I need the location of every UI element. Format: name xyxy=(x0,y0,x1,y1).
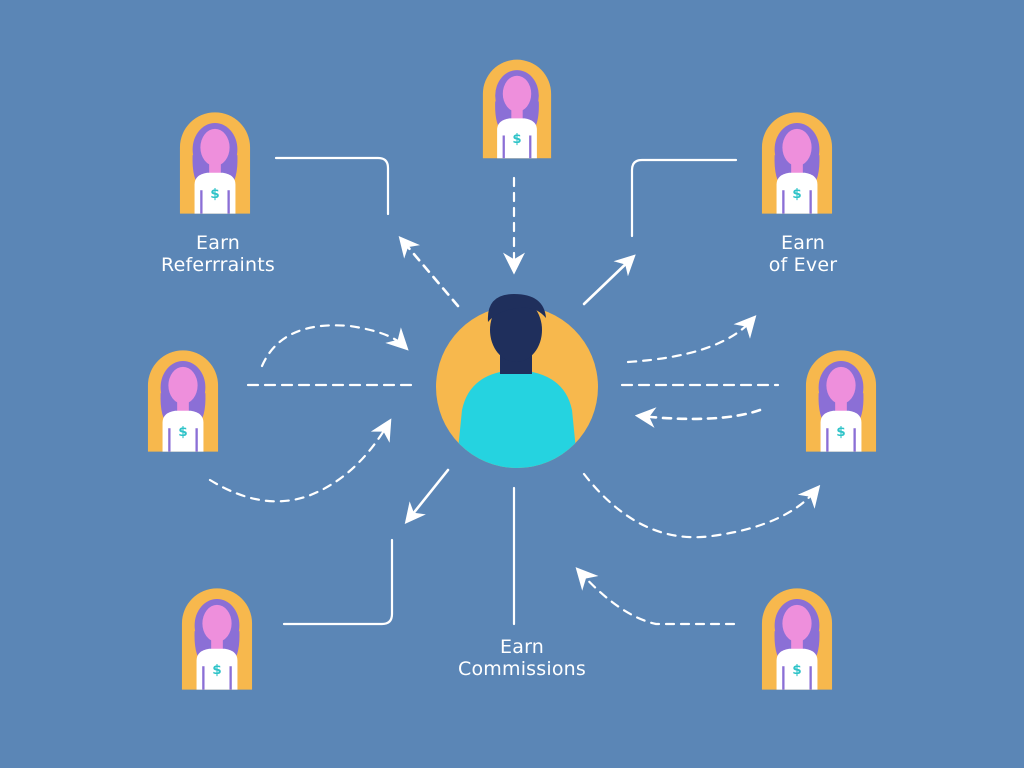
woman-avatar-icon xyxy=(760,587,834,691)
arrow-mid-right-lower xyxy=(634,407,762,428)
connectors xyxy=(208,156,821,626)
center-avatar xyxy=(436,294,598,468)
label-earn-referrals: Earn Referrraints xyxy=(148,232,288,276)
arrow-mid-left-lower xyxy=(208,418,392,503)
member-avatar-mid-left xyxy=(146,349,220,452)
label-ever-line2: of Ever xyxy=(768,254,838,276)
arrow-bottom-left xyxy=(404,468,450,525)
woman-avatar-icon xyxy=(481,58,553,160)
label-commissions-line2: Commissions xyxy=(457,658,587,680)
label-earn-ever: Earn of Ever xyxy=(748,232,858,276)
woman-avatar-icon xyxy=(760,111,834,214)
label-referrals-line1: Earn xyxy=(196,232,240,254)
connector-bottom-left-solid xyxy=(282,538,394,626)
woman-avatar-icon xyxy=(146,349,220,452)
member-avatar-top-left xyxy=(178,111,252,214)
member-avatar-top xyxy=(481,58,553,160)
member-avatar-bottom-left xyxy=(180,587,254,691)
label-commissions-line1: Earn xyxy=(500,636,544,658)
member-avatar-mid-right xyxy=(804,349,878,452)
member-avatar-top-right xyxy=(760,111,834,214)
label-earn-commissions: Earn Commissions xyxy=(442,636,602,680)
connector-top-left-solid xyxy=(274,156,390,216)
woman-avatar-icon xyxy=(804,349,878,452)
member-avatar-bottom-right xyxy=(760,587,834,691)
arrow-bottom-right-lower xyxy=(575,567,736,626)
label-ever-line1: Earn xyxy=(781,232,825,254)
arrow-top-left xyxy=(398,236,460,308)
arrow-bottom-right-curve xyxy=(582,472,821,539)
label-referrals-line2: Referrraints xyxy=(161,254,275,276)
arrow-mid-right-upper xyxy=(626,315,757,364)
woman-avatar-icon xyxy=(178,111,252,214)
connector-top-right-solid xyxy=(630,158,738,238)
arrow-mid-left-upper xyxy=(260,324,409,368)
arrow-top-right xyxy=(582,254,636,306)
woman-avatar-icon xyxy=(180,587,254,691)
